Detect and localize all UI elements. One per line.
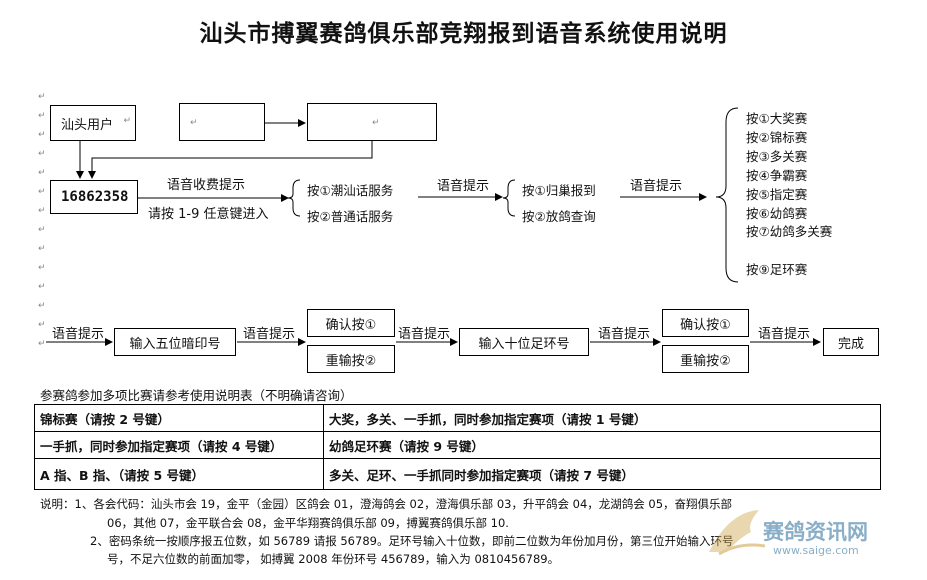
voice-prompt-a: 语音提示 (52, 327, 105, 342)
phone-number-box: 16862358 (50, 180, 138, 214)
done-box: 完成 (823, 328, 879, 356)
table-cell: 幼鸽足环赛（请按 9 号键） (323, 431, 881, 459)
voice-prompt-b: 语音提示 (243, 327, 296, 342)
table-row: 锦标赛（请按 2 号键） 大奖，多关、一手抓，同时参加指定赛项（请按 1 号键） (34, 404, 881, 432)
note-line-3: 2、密码条统一按顺序报五位数，如 56789 请报 56789。足环号输入十位数… (90, 534, 734, 548)
fee-prompt-label: 语音收费提示 (167, 178, 246, 193)
user-box: 汕头用户↵ (50, 105, 136, 141)
table-row: 一手抓，同时参加指定赛项（请按 4 号键） 幼鸽足环赛（请按 9 号键） (34, 431, 881, 459)
race-option-1: 按①大奖赛 (746, 111, 808, 126)
voice-prompt-d: 语音提示 (598, 327, 651, 342)
race-option-9: 按⑨足环赛 (746, 262, 808, 277)
race-option-7: 按⑦幼鸽多关赛 (746, 224, 833, 239)
voice-prompt-c: 语音提示 (398, 327, 451, 342)
paragraph-marks: ↵↵↵ ↵↵↵ ↵↵↵ ↵↵↵ ↵↵ (38, 92, 46, 349)
voice-prompt-label-3: 语音提示 (630, 179, 683, 194)
table-cell: A 指、B 指、（请按 5 号键） (34, 458, 324, 490)
watermark-url: www.saige.com (773, 544, 859, 557)
note-line-2: 06，其他 07，金平联合会 08，金平华翔赛鸽俱乐部 09，搏翼赛鸽俱乐部 1… (107, 516, 509, 530)
voice-prompt-e: 语音提示 (758, 327, 811, 342)
table-cell: 锦标赛（请按 2 号键） (34, 404, 324, 432)
pigeon-logo-icon (709, 510, 766, 556)
option-homing-report: 按①归巢报到 (522, 183, 596, 198)
table-cell: 多关、足环、一手抓同时参加指定赛项（请按 7 号键） (323, 458, 881, 490)
voice-prompt-label-2: 语音提示 (437, 179, 490, 194)
watermark-text: 赛鸽资讯网 (763, 519, 868, 544)
flow-connectors (46, 107, 821, 346)
page-title: 汕头市搏翼赛鸽俱乐部竞翔报到语音系统使用说明 (199, 20, 728, 47)
option-chaoshan-dialect: 按①潮汕话服务 (307, 183, 394, 198)
race-option-5: 按⑤指定赛 (746, 187, 808, 202)
empty-box-1: ↵ (179, 103, 265, 141)
confirm-box-2: 确认按① (662, 309, 749, 337)
option-release-query: 按②放鸽查询 (522, 209, 596, 224)
table-cell: 一手抓，同时参加指定赛项（请按 4 号键） (34, 431, 324, 459)
reenter-box-1: 重输按② (307, 345, 395, 373)
race-option-3: 按③多关赛 (746, 149, 808, 164)
empty-box-2: ↵ (307, 103, 437, 141)
site-watermark: 赛鸽资讯网 www.saige.com (699, 500, 909, 570)
table-cell: 大奖，多关、一手抓，同时参加指定赛项（请按 1 号键） (323, 404, 881, 432)
race-option-6: 按⑥幼鸽赛 (746, 206, 808, 221)
table-caption: 参赛鸽参加多项比赛请参考使用说明表（不明确请咨询） (40, 388, 353, 403)
reference-table: 锦标赛（请按 2 号键） 大奖，多关、一手抓，同时参加指定赛项（请按 1 号键）… (34, 404, 881, 490)
table-row: A 指、B 指、（请按 5 号键） 多关、足环、一手抓同时参加指定赛项（请按 7… (34, 458, 881, 490)
option-mandarin: 按②普通话服务 (307, 209, 394, 224)
press-any-key-label: 请按 1-9 任意键进入 (148, 207, 269, 222)
note-line-4: 号，不足六位数的前面加零， 如搏翼 2008 年份环号 456789，输入为 0… (107, 552, 560, 566)
race-option-2: 按②锦标赛 (746, 130, 808, 145)
enter-ten-digit-ring-box: 输入十位足环号 (459, 328, 589, 356)
race-option-4: 按④争霸赛 (746, 168, 808, 183)
note-line-1: 说明：1、各会代码：汕头市会 19，金平（金园）区鸽会 01，澄海鸽会 02，澄… (40, 497, 733, 511)
reenter-box-2: 重输按② (662, 345, 749, 373)
confirm-box-1: 确认按① (307, 309, 395, 337)
enter-five-digit-code-box: 输入五位暗印号 (114, 328, 236, 356)
